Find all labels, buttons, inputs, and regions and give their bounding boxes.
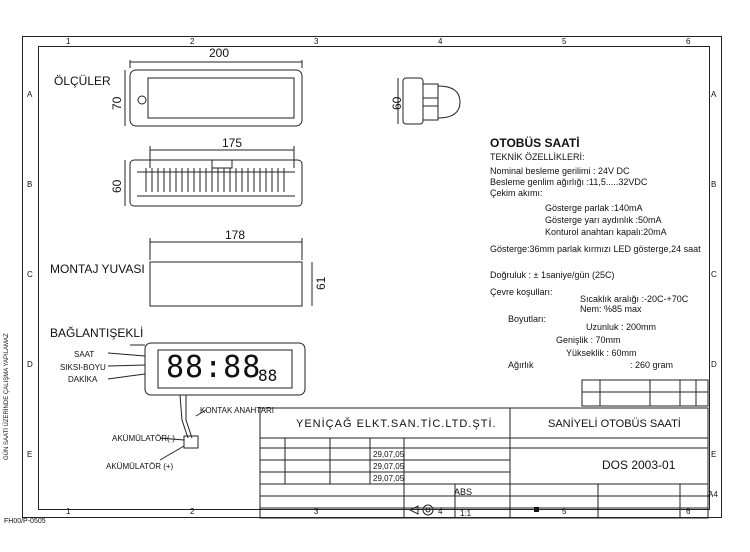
spec-current-bright: Gösterge parlak :140mA [545, 203, 643, 213]
spec-length: Uzunluk : 200mm [586, 322, 657, 332]
material: ABS [454, 487, 473, 497]
bottom-note: FH00/P-0505 [4, 518, 46, 525]
wire-label-saat: SAAT [74, 350, 95, 359]
scale: 1:1 [460, 509, 472, 518]
zone-label-left-b: B [27, 180, 33, 189]
spec-subtitle: TEKNİK ÖZELLİKLERİ: [490, 152, 585, 162]
drawing-inner-frame [38, 46, 710, 510]
dim-mount-height: 61 [314, 276, 328, 290]
zone-label-right-e: E [711, 450, 717, 459]
spec-temperature: Sıcaklık aralığı :-20C-+70C [580, 294, 689, 304]
zone-label-top-1: 1 [66, 37, 71, 46]
spec-current-off: Konturol anahtarı kapalı:20mA [545, 227, 667, 237]
zone-label-bottom-6: 6 [686, 507, 691, 516]
zone-label-bottom-4: 4 [438, 507, 443, 516]
dim-bottom-height: 60 [110, 179, 124, 193]
sheet-size: A4 [708, 490, 718, 499]
zone-label-right-a: A [711, 90, 717, 99]
switch-label: KONTAK ANAHTARI [200, 406, 274, 415]
zone-label-bottom-5: 5 [562, 507, 567, 516]
zone-label-bottom-1: 1 [66, 507, 71, 516]
spec-humidity: Nem: %85 max [580, 304, 642, 314]
dim-front-width: 200 [209, 46, 230, 60]
zone-label-top-2: 2 [190, 37, 195, 46]
zone-label-top-3: 3 [314, 37, 319, 46]
zone-label-left-c: C [27, 270, 33, 279]
date-3: 29,07,05 [373, 474, 405, 483]
display-small-digits: 88 [258, 366, 278, 385]
spec-height: Yükseklik : 60mm [566, 348, 637, 358]
spec-line-voltage: Nominal besleme gerilimi : 24V DC [490, 166, 630, 176]
zone-label-left-d: D [27, 360, 33, 369]
battery-positive-label: AKÜMÜLATÖR (+) [106, 462, 174, 471]
zone-label-top-6: 6 [686, 37, 691, 46]
spec-line-current: Çekim akımı: [490, 188, 543, 198]
spec-title: OTOBÜS SAATİ [490, 136, 580, 150]
wire-label-siksi-boyu: SIKSI-BOYU [60, 363, 106, 372]
spec-weight-label: Ağırlık [508, 360, 534, 370]
dim-mount-width: 178 [225, 228, 246, 242]
dim-front-height: 70 [110, 96, 124, 110]
zone-label-bottom-3: 3 [314, 507, 319, 516]
wire-label-dakika: DAKİKA [68, 375, 98, 384]
spec-env: Çevre koşulları: [490, 287, 553, 297]
display-main-digits: 88:88 [166, 350, 262, 385]
mount-title: MONTAJ YUVASI [50, 262, 145, 276]
spec-width: Genişlik : 70mm [556, 335, 621, 345]
spec-display: Gösterge:36mm parlak kırmızı LED gösterg… [490, 244, 701, 254]
product-name: SANİYELİ OTOBÜS SAATİ [548, 418, 681, 430]
spec-accuracy: Doğruluk : ± 1saniye/gün (25C) [490, 270, 615, 280]
spec-line-range: Besleme genlim ağırlığı :11,5.....32VDC [490, 177, 648, 187]
spec-size-label: Boyutları: [508, 314, 547, 324]
zone-label-bottom-2: 2 [190, 507, 195, 516]
dim-side-height: 60 [390, 96, 404, 110]
dim-bottom-width: 175 [222, 136, 243, 150]
company-name: YENİÇAĞ ELKT.SAN.TİC.LTD.ŞTİ. [296, 418, 497, 430]
zone-label-right-b: B [711, 180, 717, 189]
date-2: 29,07,05 [373, 462, 405, 471]
spec-weight: : 260 gram [630, 360, 674, 370]
zone-label-left-e: E [27, 450, 33, 459]
battery-negative-label: AKÜMÜLATÖR(-) [112, 434, 175, 443]
zone-label-left-a: A [27, 90, 33, 99]
zone-label-right-d: D [711, 360, 717, 369]
date-1: 29,07,05 [373, 450, 405, 459]
connection-title: BAĞLANTIŞEKLİ [50, 326, 144, 340]
spec-current-half: Gösterge yarı aydınlık :50mA [545, 215, 662, 225]
zone-label-top-5: 5 [562, 37, 567, 46]
drawing-number: DOS 2003-01 [602, 458, 676, 472]
zone-label-top-4: 4 [438, 37, 443, 46]
zone-label-right-c: C [711, 270, 717, 279]
dimensions-title: ÖLÇÜLER [54, 74, 111, 88]
